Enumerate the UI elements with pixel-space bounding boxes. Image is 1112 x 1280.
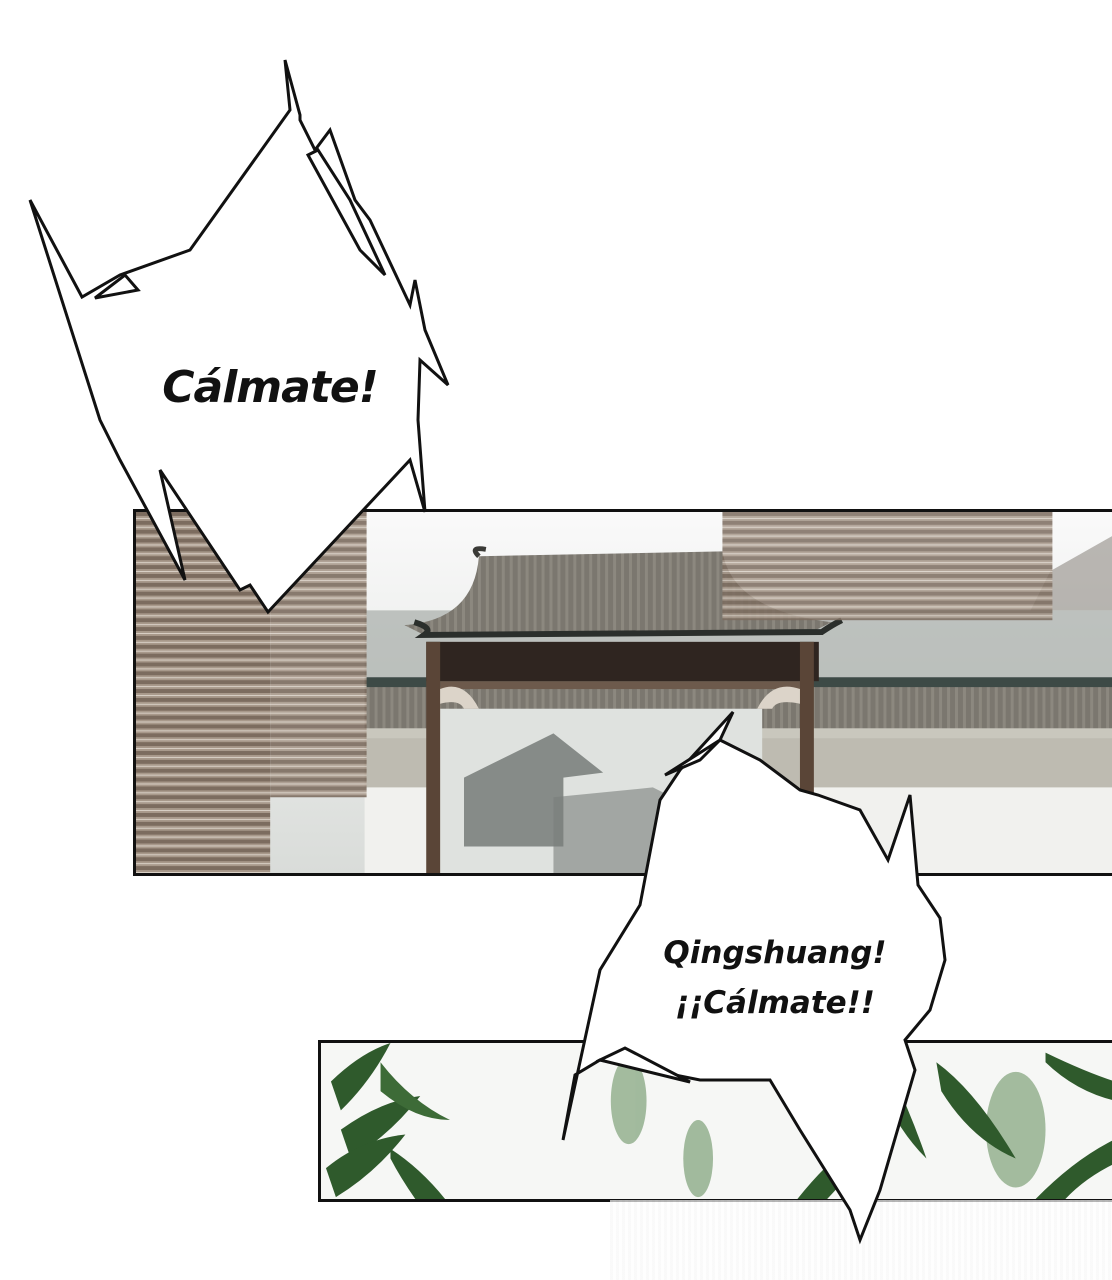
- bamboo-leaves-left: [325, 1043, 451, 1199]
- bamboo-panel: [318, 1040, 1112, 1202]
- blind-left: [136, 512, 271, 873]
- speech-line-calm-down: ¡¡Cálmate!!: [675, 985, 875, 1021]
- pillar-right: [799, 641, 814, 873]
- speech-text-calm-down: Cálmate!: [162, 362, 379, 413]
- paper-texture: [610, 1200, 1112, 1280]
- bamboo-illustration: [321, 1043, 1112, 1199]
- speech-text-qingshuang: Qingshuang! ¡¡Cálmate!!: [640, 928, 910, 1028]
- speech-line-name: Qingshuang!: [663, 935, 887, 971]
- pillar-left: [426, 641, 441, 873]
- courtyard-illustration: [136, 512, 1112, 873]
- blind-top-right: [722, 512, 1053, 621]
- pavilion-lintel: [426, 641, 819, 682]
- courtyard-panel: [133, 509, 1112, 876]
- blind-left-inner: [270, 512, 367, 798]
